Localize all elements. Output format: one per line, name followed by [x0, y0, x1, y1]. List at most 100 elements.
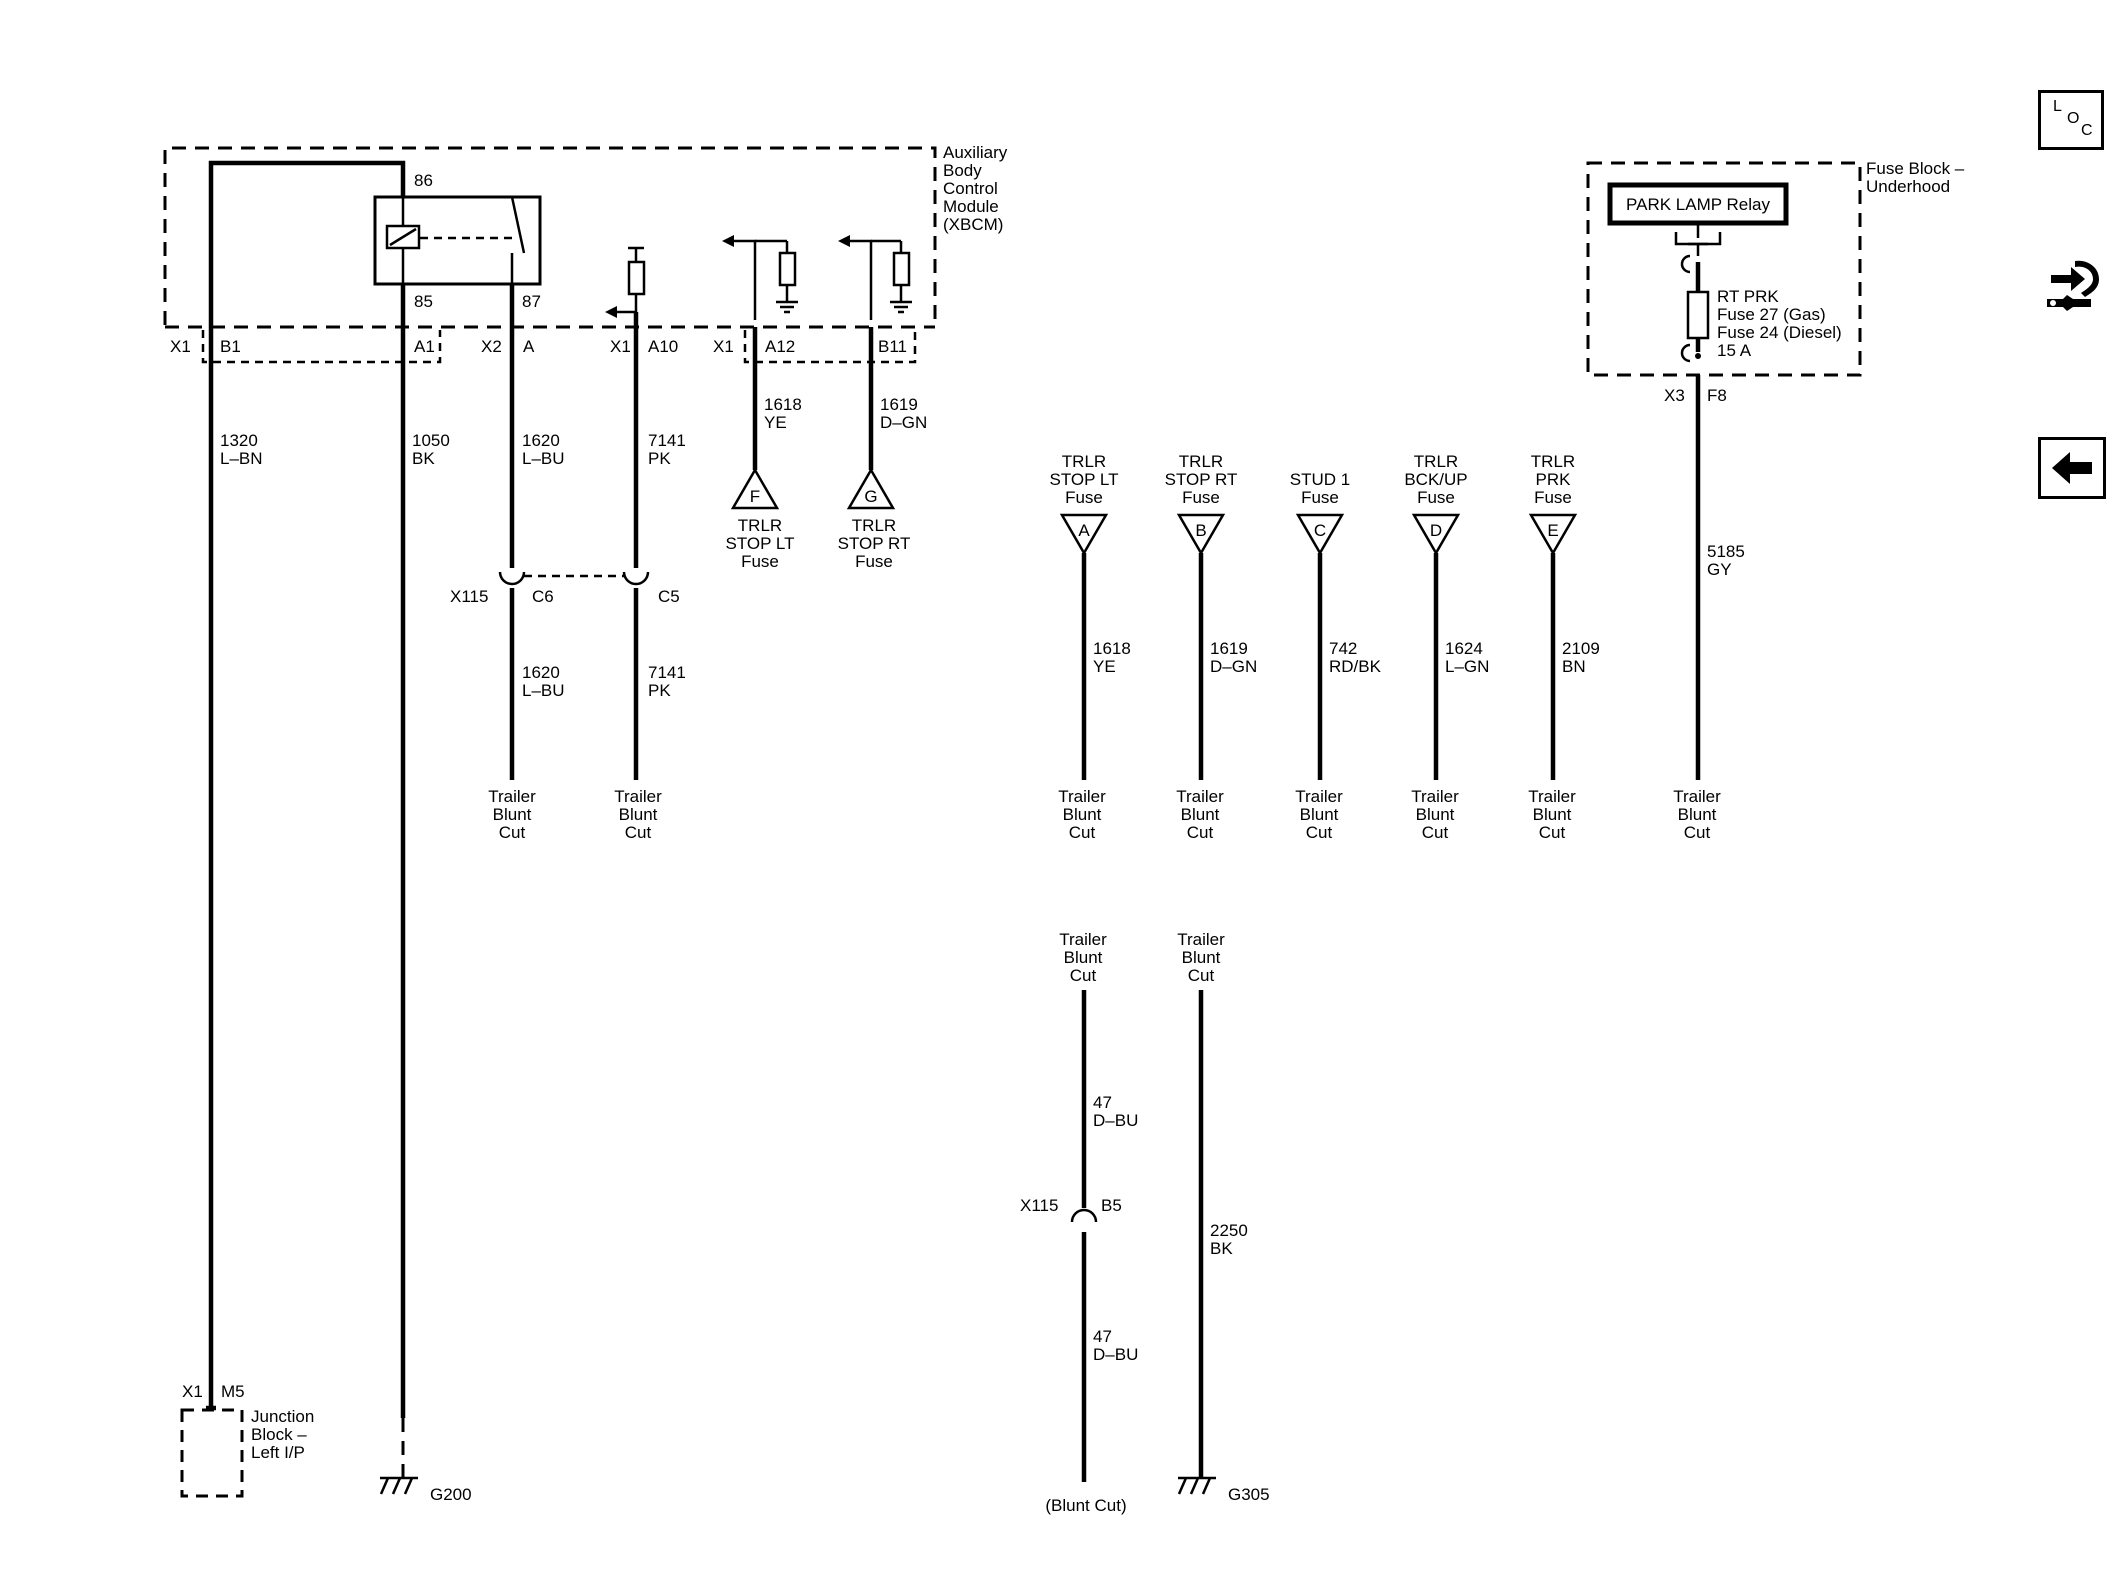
svg-text:D–BU: D–BU — [1093, 1111, 1138, 1130]
pin-a10: A10 — [648, 337, 678, 356]
blunt-cut-47-bottom: (Blunt Cut) — [1045, 1496, 1126, 1515]
svg-text:Cut: Cut — [1422, 823, 1449, 842]
connector-x1-box — [201, 330, 442, 364]
pin-a: A — [523, 337, 535, 356]
svg-text:7141: 7141 — [648, 431, 686, 450]
pin-a12: A12 — [765, 337, 795, 356]
wire-1620: 1620 L–BU 1620 L–BU — [498, 284, 565, 780]
svg-text:G200: G200 — [430, 1485, 472, 1504]
pin-a1: A1 — [414, 337, 435, 356]
svg-text:Trailer: Trailer — [488, 787, 536, 806]
svg-text:D–BU: D–BU — [1093, 1345, 1138, 1364]
wire-1320: 1320 L–BN — [208, 160, 406, 1408]
svg-text:C: C — [1314, 521, 1326, 540]
wire-47: 47 D–BU 47 D–BU — [1070, 990, 1138, 1482]
svg-text:Cut: Cut — [1539, 823, 1566, 842]
svg-text:Fuse: Fuse — [1534, 488, 1572, 507]
xbcm-label-4: Module — [943, 197, 999, 216]
svg-text:5185: 5185 — [1707, 542, 1745, 561]
svg-text:TRLR: TRLR — [1531, 452, 1575, 471]
svg-text:TRLR: TRLR — [1062, 452, 1106, 471]
svg-text:L–BU: L–BU — [522, 449, 565, 468]
svg-text:Cut: Cut — [625, 823, 652, 842]
svg-text:Trailer: Trailer — [614, 787, 662, 806]
blunt-cut-a: Trailer Blunt Cut — [1058, 787, 1106, 842]
blunt-cut-2250-top: Trailer Blunt Cut — [1177, 930, 1225, 985]
svg-text:STOP RT: STOP RT — [838, 534, 911, 553]
svg-text:Cut: Cut — [1306, 823, 1333, 842]
svg-text:Trailer: Trailer — [1411, 787, 1459, 806]
svg-text:Blunt: Blunt — [1533, 805, 1572, 824]
back-button[interactable] — [2038, 437, 2106, 499]
svg-text:1050: 1050 — [412, 431, 450, 450]
xbcm-label-5: (XBCM) — [943, 215, 1003, 234]
svg-text:PK: PK — [648, 449, 671, 468]
wire-1624-color: L–GN — [1445, 657, 1489, 676]
svg-text:STOP LT: STOP LT — [1050, 470, 1119, 489]
wire-1618-color: YE — [1093, 657, 1116, 676]
connector-x1-box-b — [743, 330, 917, 364]
blunt-cut-d: Trailer Blunt Cut — [1411, 787, 1459, 842]
svg-text:TRLR: TRLR — [852, 516, 896, 535]
svg-text:Blunt: Blunt — [1064, 948, 1103, 967]
svg-text:Blunt: Blunt — [1678, 805, 1717, 824]
svg-text:D: D — [1430, 521, 1442, 540]
svg-text:STOP RT: STOP RT — [1165, 470, 1238, 489]
pin-85: 85 — [414, 292, 433, 311]
svg-text:L–BN: L–BN — [220, 449, 263, 468]
svg-text:47: 47 — [1093, 1327, 1112, 1346]
svg-text:TRLR: TRLR — [1179, 452, 1223, 471]
tools-button[interactable] — [2040, 252, 2106, 324]
ground-g305: G305 — [1177, 1476, 1270, 1504]
svg-text:PRK: PRK — [1536, 470, 1572, 489]
svg-text:X1: X1 — [182, 1382, 203, 1401]
wire-742-num: 742 — [1329, 639, 1357, 658]
pin-86: 86 — [414, 171, 433, 190]
svg-text:Trailer: Trailer — [1059, 930, 1107, 949]
svg-text:Cut: Cut — [1684, 823, 1711, 842]
svg-text:BK: BK — [412, 449, 435, 468]
svg-text:STOP LT: STOP LT — [726, 534, 795, 553]
wire-2109-color: BN — [1562, 657, 1586, 676]
svg-text:PARK LAMP Relay: PARK LAMP Relay — [1626, 195, 1770, 214]
svg-text:Fuse: Fuse — [1301, 488, 1339, 507]
fuse-ref-e: TRLR PRK Fuse E — [1528, 452, 1578, 780]
svg-text:Cut: Cut — [499, 823, 526, 842]
wire-742-color: RD/BK — [1329, 657, 1382, 676]
pin-b11: B11 — [878, 337, 907, 356]
blunt-cut-7141: Trailer Blunt Cut — [614, 787, 662, 842]
x115-b-label: X115 — [1020, 1196, 1058, 1215]
svg-text:GY: GY — [1707, 560, 1732, 579]
fuse-ref-a: TRLR STOP LT Fuse A — [1050, 452, 1119, 780]
blunt-cut-5185: Trailer Blunt Cut — [1673, 787, 1721, 842]
svg-text:47: 47 — [1093, 1093, 1112, 1112]
fuse-block-underhood: Fuse Block – Underhood PARK LAMP Relay R… — [1586, 159, 1965, 377]
wire-5185: 5185 GY — [1695, 375, 1745, 780]
pin-x1-a10: X1 — [610, 337, 631, 356]
blunt-cut-47-top: Trailer Blunt Cut — [1059, 930, 1107, 985]
pin-c6: C6 — [532, 587, 554, 606]
wire-1619-num: 1619 — [1210, 639, 1248, 658]
svg-text:Blunt: Blunt — [493, 805, 532, 824]
inline-ref-f: F TRLR STOP LT Fuse — [726, 467, 795, 571]
svg-text:1620: 1620 — [522, 431, 560, 450]
pin-87: 87 — [522, 292, 541, 311]
svg-text:Blunt: Blunt — [1063, 805, 1102, 824]
wire-2250: 2250 BK — [1198, 990, 1248, 1478]
svg-text:15 A: 15 A — [1717, 341, 1752, 360]
svg-text:O: O — [2067, 110, 2079, 127]
location-icon: L O C — [2053, 98, 2093, 139]
svg-text:Trailer: Trailer — [1058, 787, 1106, 806]
svg-text:Blunt: Blunt — [1181, 805, 1220, 824]
svg-text:1619: 1619 — [880, 395, 918, 414]
junction-block: X1 M5 Junction Block – Left I/P — [180, 1382, 314, 1498]
loc-button[interactable]: L O C — [2038, 90, 2104, 150]
svg-text:STUD 1: STUD 1 — [1290, 470, 1350, 489]
svg-text:Blunt: Blunt — [1416, 805, 1455, 824]
svg-text:Fuse: Fuse — [741, 552, 779, 571]
tools-icon — [2047, 260, 2099, 311]
wire-1619-top: 1619 D–GN — [868, 327, 927, 470]
svg-text:1320: 1320 — [220, 431, 258, 450]
svg-text:TRLR: TRLR — [1414, 452, 1458, 471]
